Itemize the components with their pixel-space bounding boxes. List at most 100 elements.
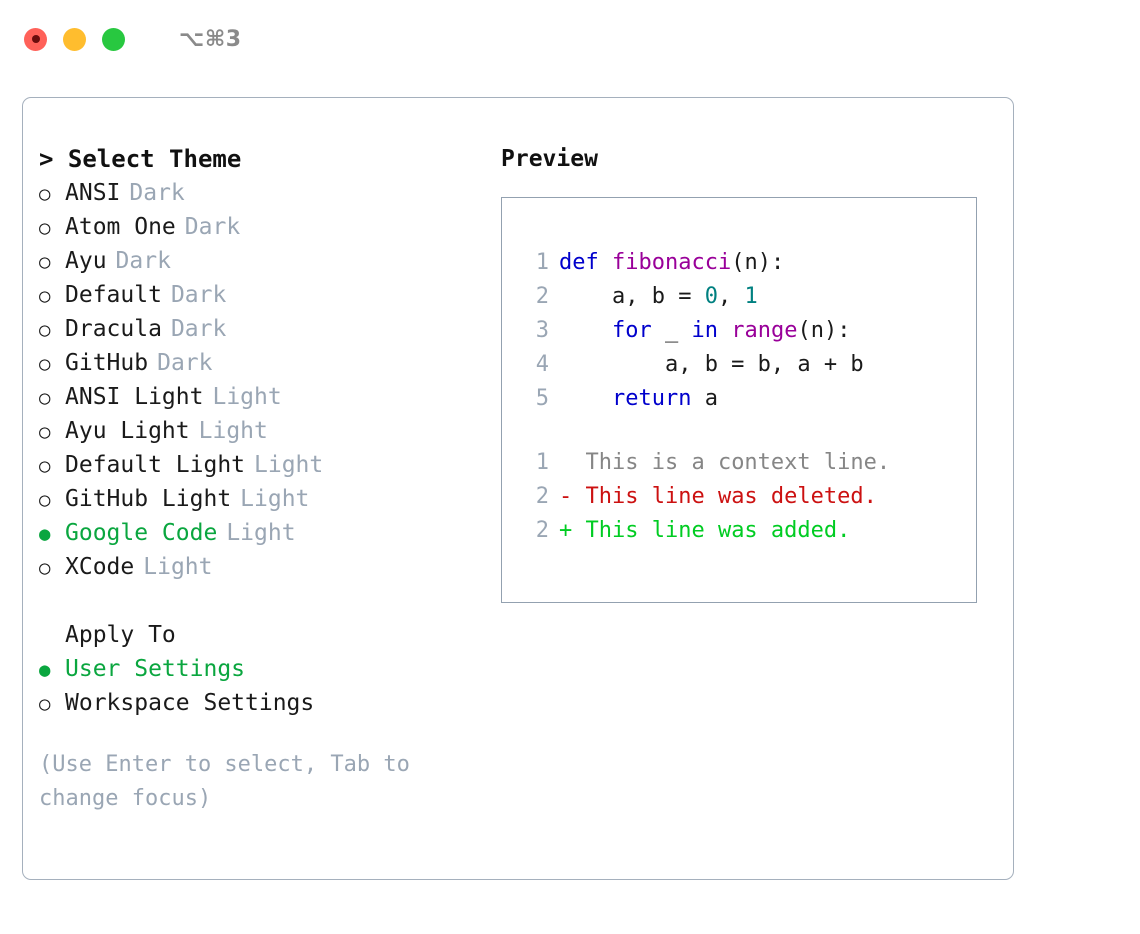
theme-option-variant-tag: Light: [254, 452, 324, 478]
theme-option-variant-tag: Dark: [115, 248, 171, 274]
keyboard-hint-text: (Use Enter to select, Tab to change focu…: [39, 752, 424, 811]
code-token: ,: [717, 284, 745, 309]
code-line: 2 a, b = 0, 1: [523, 280, 976, 314]
apply-to-heading: Apply To: [65, 622, 176, 648]
theme-option-variant-tag: Dark: [157, 350, 213, 376]
code-token: 1: [744, 284, 758, 309]
theme-option-github[interactable]: ○ GitHub Dark: [39, 346, 479, 380]
apply-to-option-workspace-settings[interactable]: ○ Workspace Settings: [39, 686, 479, 720]
theme-option-label: Atom One: [65, 214, 176, 240]
code-token: 0: [704, 284, 718, 309]
code-token: [559, 386, 612, 411]
code-token: (n):: [731, 250, 785, 275]
theme-option-variant-tag: Light: [198, 418, 268, 444]
radio-selected-icon: ●: [39, 659, 51, 681]
theme-option-google-code[interactable]: ● Google Code Light: [39, 516, 479, 550]
radio-selected-icon: ●: [39, 523, 51, 545]
code-line-number: 2: [535, 284, 549, 309]
diff-line-text: This is a context line.: [572, 450, 891, 475]
radio-unselected-icon: ○: [39, 217, 51, 239]
theme-option-label: Google Code: [65, 520, 218, 546]
theme-option-variant-tag: Light: [240, 486, 310, 512]
code-token: for: [611, 318, 652, 343]
theme-option-label: Default Light: [65, 452, 246, 478]
apply-to-option-label: User Settings: [65, 656, 246, 682]
theme-option-default-light[interactable]: ○ Default Light Light: [39, 448, 479, 482]
theme-option-variant-tag: Dark: [170, 282, 227, 308]
code-line: 4 a, b = b, a + b: [523, 348, 976, 382]
diff-line-del: 2- This line was deleted.: [523, 480, 976, 514]
radio-unselected-icon: ○: [39, 455, 51, 477]
diff-marker: +: [559, 518, 573, 543]
preview-heading: Preview: [501, 146, 598, 172]
diff-line-number: 1: [535, 450, 549, 475]
diff-marker: [559, 450, 572, 475]
radio-unselected-icon: ○: [39, 285, 51, 307]
code-token: range: [731, 318, 798, 343]
apply-to-option-user-settings[interactable]: ● User Settings: [39, 652, 479, 686]
code-token: in: [691, 318, 718, 343]
code-diff-gap: [523, 416, 976, 446]
window-titlebar: ⌥⌘3: [0, 0, 1140, 78]
code-token: [559, 318, 612, 343]
radio-unselected-icon: ○: [39, 387, 51, 409]
theme-option-variant-tag: Dark: [129, 180, 185, 206]
apply-to-list[interactable]: ● User Settings ○ Workspace Settings: [39, 652, 479, 720]
theme-option-ansi[interactable]: ○ ANSI Dark: [39, 176, 479, 210]
code-token: return: [611, 386, 692, 411]
code-line-number: 3: [535, 318, 549, 343]
theme-option-label: ANSI: [65, 180, 121, 206]
radio-unselected-icon: ○: [39, 693, 51, 715]
radio-unselected-icon: ○: [39, 421, 51, 443]
theme-option-label: ANSI Light: [65, 384, 204, 410]
diff-line-number: 2: [535, 484, 549, 509]
code-line-number: 5: [535, 386, 549, 411]
code-line-number: 1: [535, 250, 549, 275]
radio-unselected-icon: ○: [39, 251, 51, 273]
diff-line-text: This line was deleted.: [572, 484, 877, 509]
code-line: 5 return a: [523, 382, 976, 416]
code-token: _: [651, 318, 692, 343]
diff-marker: -: [559, 484, 573, 509]
list-spacer: [39, 584, 479, 618]
apply-to-option-label: Workspace Settings: [65, 690, 315, 716]
theme-option-variant-tag: Light: [226, 520, 296, 546]
theme-option-label: GitHub: [65, 350, 149, 376]
theme-option-label: XCode: [65, 554, 135, 580]
close-button[interactable]: [24, 27, 47, 51]
theme-option-label: GitHub Light: [65, 486, 232, 512]
radio-unselected-icon: ○: [39, 319, 51, 341]
theme-option-variant-tag: Dark: [184, 214, 241, 240]
diff-line-add: 2 + This line was added.: [523, 514, 976, 548]
theme-option-atom-one[interactable]: ○ Atom One Dark: [39, 210, 479, 244]
diff-line-ctx: 1 This is a context line.: [523, 446, 976, 480]
maximize-button[interactable]: [102, 27, 125, 51]
radio-unselected-icon: ○: [39, 183, 51, 205]
theme-option-ansi-light[interactable]: ○ ANSI Light Light: [39, 380, 479, 414]
diff-line-number: 2: [535, 518, 549, 543]
diff-sample: 1 This is a context line.2- This line wa…: [523, 446, 976, 548]
theme-option-variant-tag: Dark: [170, 316, 227, 342]
diff-line-text: This line was added.: [572, 518, 851, 543]
code-line-number: 4: [535, 352, 549, 377]
radio-unselected-icon: ○: [39, 353, 51, 375]
theme-option-ayu-light[interactable]: ○ Ayu Light Light: [39, 414, 479, 448]
theme-option-ayu[interactable]: ○ Ayu Dark: [39, 244, 479, 278]
minimize-button[interactable]: [63, 27, 86, 51]
theme-option-label: Ayu Light: [65, 418, 190, 444]
code-token: [718, 318, 731, 343]
theme-option-label: Ayu: [65, 248, 107, 274]
theme-option-variant-tag: Light: [212, 384, 282, 410]
